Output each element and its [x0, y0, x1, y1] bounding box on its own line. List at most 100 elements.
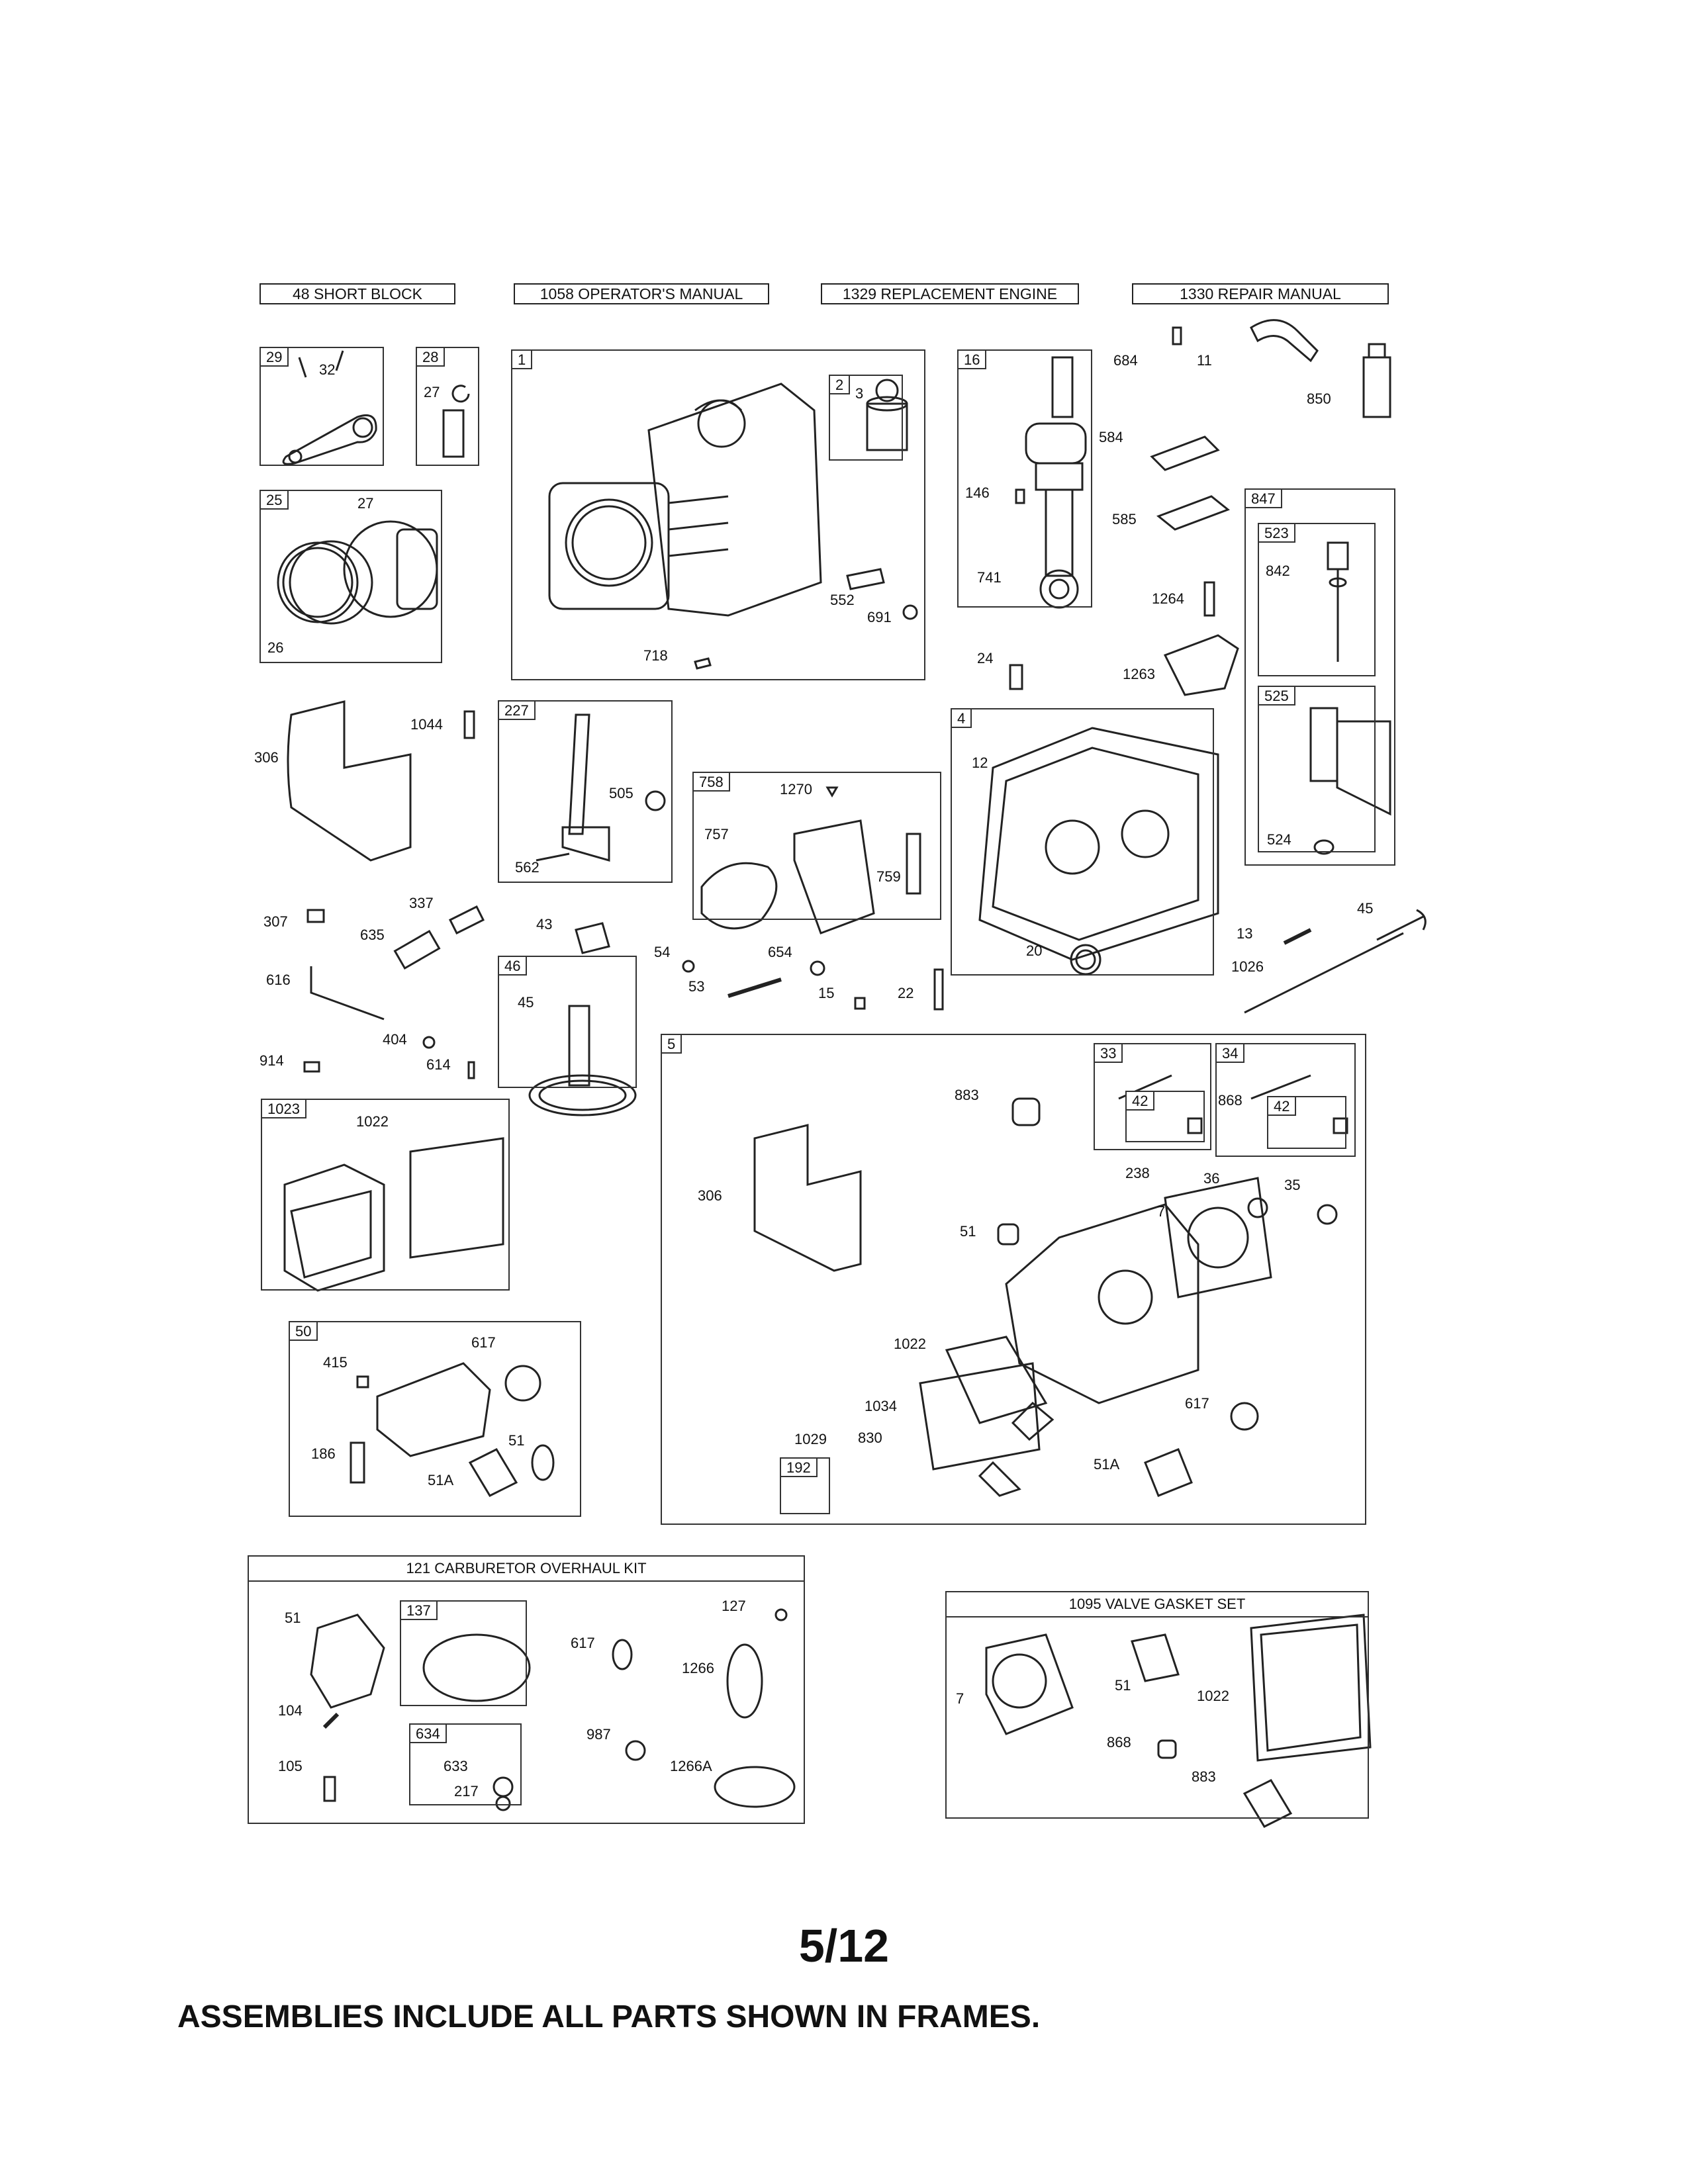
rod-1026-drawing [1244, 932, 1404, 1014]
nut-404-drawing [422, 1036, 436, 1049]
part-label: 26 [267, 639, 284, 656]
part-label: 7 [956, 1690, 964, 1707]
breather-tube-drawing [1250, 319, 1319, 363]
frame-tag-227: 227 [498, 700, 536, 720]
part-label: 757 [704, 826, 729, 842]
part-label: 13 [1237, 925, 1253, 942]
part-label: 43 [536, 916, 553, 933]
connecting-rod-drawing [282, 350, 377, 465]
part-label: 53 [688, 978, 705, 995]
part-label: 45 [518, 994, 534, 1011]
cylinder-block-drawing [548, 379, 918, 670]
part-label: 617 [1185, 1395, 1209, 1412]
frame-tag-758: 758 [692, 772, 730, 792]
bolt-914-drawing [303, 1061, 320, 1073]
part-label: 105 [278, 1758, 303, 1774]
gasket-drawing [1156, 495, 1230, 531]
part-label: 1029 [794, 1431, 827, 1447]
part-label: 127 [722, 1598, 746, 1614]
bolt-22-drawing [933, 968, 944, 1011]
part-label: 1026 [1231, 958, 1264, 975]
part-label: 51 [960, 1223, 976, 1240]
frame-50: 50 [289, 1321, 581, 1517]
frame-tag-29: 29 [259, 347, 289, 367]
nut-15-drawing [854, 997, 866, 1010]
sealant-tube-drawing [1362, 343, 1391, 418]
carburetor-overhaul-kit: 121 CARBURETOR OVERHAUL KIT [248, 1555, 805, 1824]
part-label: 51 [508, 1432, 525, 1449]
part-label: 1034 [865, 1398, 897, 1414]
part-label: 1270 [780, 781, 812, 797]
part-label: 337 [409, 895, 434, 911]
part-label: 27 [424, 384, 440, 400]
frame-tag-137: 137 [400, 1600, 438, 1620]
frame-tag-1023: 1023 [261, 1099, 306, 1118]
part-label: 987 [586, 1726, 611, 1743]
valve-gasket-set-drawing [985, 1614, 1372, 1828]
part-label: 27 [357, 495, 374, 512]
part-label: 617 [571, 1635, 595, 1651]
governor-lever-drawing [536, 713, 666, 862]
part-label: 718 [643, 647, 668, 664]
frame-34: 34 [1215, 1043, 1356, 1157]
part-label: 741 [977, 569, 1002, 586]
frame-34-42: 42 [1267, 1096, 1346, 1149]
part-label: 306 [698, 1187, 722, 1204]
part-label: 306 [254, 749, 279, 766]
o-ring-drawing [1313, 839, 1335, 855]
dipstick-tube-drawing [1309, 707, 1391, 816]
part-label: 562 [515, 859, 539, 876]
frame-227: 227 [498, 700, 673, 883]
part-label: 883 [1192, 1768, 1216, 1785]
frame-5: 5 [661, 1034, 1366, 1525]
part-label: 1022 [894, 1336, 926, 1352]
spark-plug-drawing [448, 905, 485, 935]
frame-tag-192: 192 [780, 1457, 818, 1477]
frame-137: 137 [400, 1600, 527, 1706]
part-label: 22 [898, 985, 914, 1001]
frame-tag-25: 25 [259, 490, 289, 510]
frame-523: 523 [1258, 523, 1376, 676]
frame-33-42: 42 [1125, 1091, 1205, 1142]
frame-tag-33-42: 42 [1125, 1091, 1155, 1111]
part-label: 505 [609, 785, 633, 801]
frame-tag-34: 34 [1215, 1043, 1245, 1063]
part-label: 524 [1267, 831, 1291, 848]
frame-16: 16 [957, 349, 1092, 608]
frame-tag-525: 525 [1258, 686, 1295, 705]
frame-tag-523: 523 [1258, 523, 1295, 543]
part-label: 850 [1307, 390, 1331, 407]
retainer-ring-drawing [451, 385, 470, 403]
part-label: 51 [285, 1610, 301, 1626]
part-label: 868 [1218, 1092, 1243, 1109]
frame-tag-33: 33 [1094, 1043, 1123, 1063]
bolt-1044-drawing [463, 710, 475, 739]
part-label: 635 [360, 927, 385, 943]
valve-34-drawing [1250, 1074, 1311, 1100]
frame-tag-847: 847 [1244, 488, 1282, 508]
frame-29: 29 [259, 347, 384, 466]
part-label: 104 [278, 1702, 303, 1719]
frame-tag-16: 16 [957, 349, 987, 369]
part-label: 1263 [1123, 666, 1155, 682]
part-label: 3 [855, 385, 864, 402]
frame-4: 4 [951, 708, 1214, 976]
part-label: 7 [1157, 1203, 1166, 1220]
nut-654-drawing [810, 960, 825, 976]
part-label: 842 [1266, 563, 1290, 579]
frame-tag-2: 2 [829, 375, 851, 394]
frame-192: 192 [780, 1457, 830, 1514]
cylinder-head-drawing [753, 1097, 1338, 1497]
frame-2: 2 [829, 375, 903, 461]
governor-gear-drawing [528, 1005, 637, 1116]
frame-tag-5: 5 [661, 1034, 682, 1054]
frame-tag-34-42: 42 [1267, 1096, 1297, 1116]
clip-614-drawing [467, 1061, 475, 1079]
carb-kit-drawing [310, 1608, 796, 1811]
frame-tag-1: 1 [511, 349, 533, 369]
part-label: 633 [444, 1758, 468, 1774]
header-box-replacement-engine: 1329 REPLACEMENT ENGINE [821, 283, 1079, 304]
part-label: 415 [323, 1354, 348, 1371]
frame-525: 525 [1258, 686, 1376, 852]
part-label: 307 [263, 913, 288, 930]
